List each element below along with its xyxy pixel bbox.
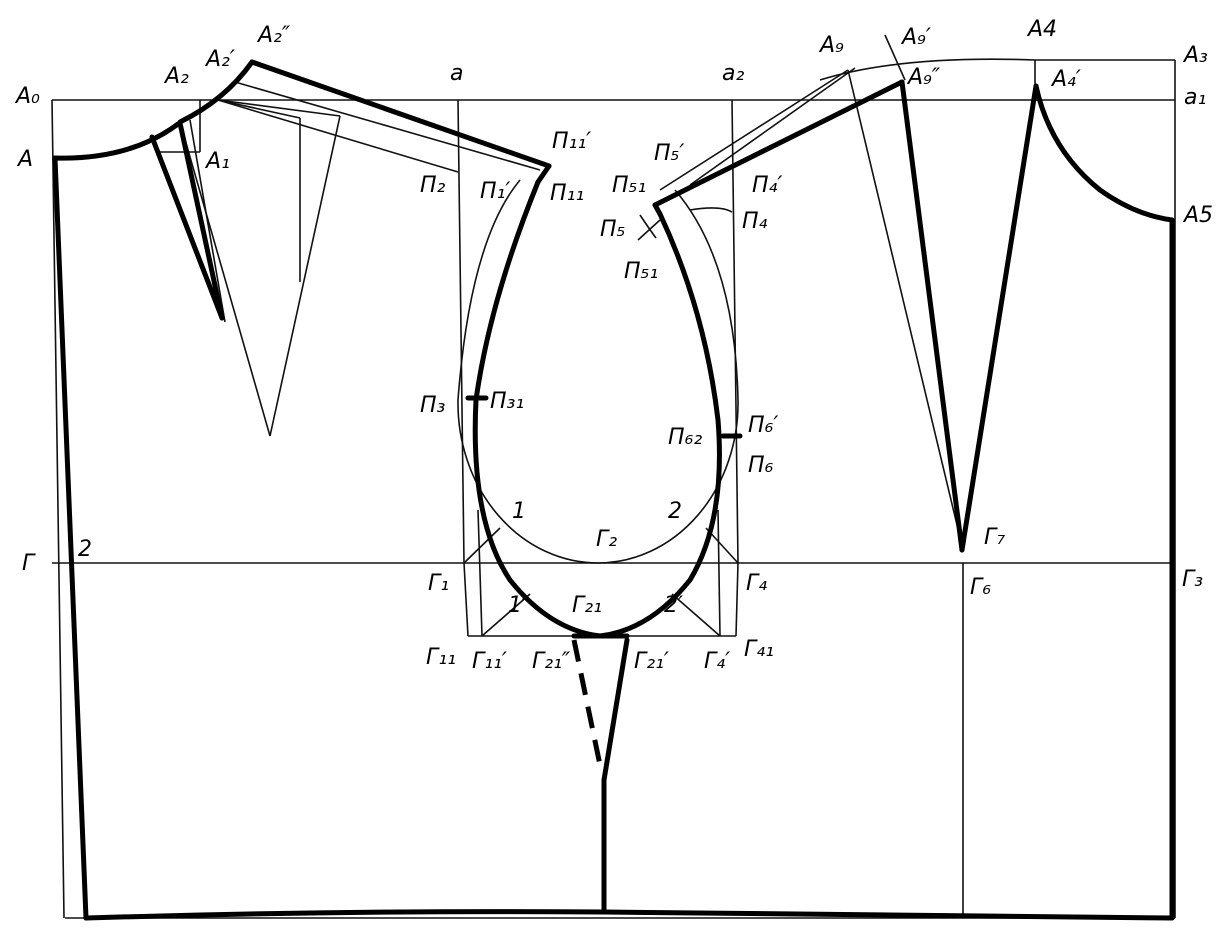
- label-g21-double-prime: Г₂₁″: [532, 649, 571, 674]
- hem-line: [83, 909, 1175, 921]
- label-p11-prime: П₁₁′: [552, 129, 591, 154]
- pattern-outlines: [52, 59, 1175, 921]
- back-shoulder: [652, 79, 905, 208]
- label-a: A: [16, 147, 33, 172]
- front-dart-left: [149, 134, 225, 321]
- label-a2-double-prime: A₂″: [256, 23, 291, 48]
- label-p2: П₂: [420, 173, 446, 198]
- label-g4-prime: Г₄′: [704, 649, 730, 674]
- label-p3: П₃: [420, 393, 446, 418]
- label-a1-lower: a₁: [1184, 85, 1206, 110]
- line-dart-aux-2: [189, 119, 226, 323]
- armhole-aux-right: [674, 189, 739, 401]
- label-g2: Г₂: [596, 527, 617, 552]
- tick-p5-cross: [637, 219, 661, 241]
- label-a4-prime: A₄′: [1050, 67, 1081, 92]
- line-g41-to-2p: [671, 593, 721, 637]
- label-a4: A4: [1026, 17, 1057, 42]
- line-dart-aux-r: [269, 115, 341, 437]
- line-g1-to-1: [463, 527, 501, 564]
- line-back-dart-aux: [847, 69, 964, 551]
- label-p6: П₆: [748, 453, 774, 478]
- label-a1-front: A₁: [204, 149, 230, 174]
- label-p5: П₅: [600, 217, 625, 242]
- label-g7: Г₇: [984, 525, 1005, 550]
- label-g: Г: [22, 551, 36, 576]
- back-dart-right: [959, 83, 1039, 553]
- label-a9-double-prime: A₉″: [906, 65, 941, 90]
- side-seam-back: [601, 637, 630, 783]
- label-a5: A5: [1182, 203, 1213, 228]
- label-point-2: 2: [668, 499, 682, 524]
- armhole-aux-left: [457, 179, 521, 401]
- tick-p5: [639, 214, 657, 239]
- back-dart-left: [899, 79, 965, 553]
- line-a2-g4: [731, 99, 739, 564]
- label-point-1: 1: [512, 499, 526, 524]
- label-a2-lower: a₂: [722, 61, 744, 86]
- line-a-g1: [457, 99, 465, 564]
- line-g1-g11: [463, 562, 469, 637]
- front-armhole: [472, 179, 603, 639]
- label-a2-prime: A₂′: [204, 47, 235, 72]
- label-g21-prime: Г₂₁′: [634, 649, 669, 674]
- construction-lines: [51, 34, 1176, 919]
- label-p31: П₃₁: [490, 389, 524, 414]
- label-a-lower: a: [450, 61, 463, 86]
- label-a2: A₂: [163, 64, 189, 89]
- line-g11-to-1p: [481, 593, 531, 637]
- label-p11: П₁₁: [550, 181, 584, 206]
- line-g4p-up: [717, 509, 721, 637]
- shoulder-point: [535, 163, 552, 185]
- side-seam-front-dashed: [571, 639, 603, 766]
- line-a9p-arc: [884, 34, 906, 81]
- label-g11-prime: Г₁₁′: [472, 649, 507, 674]
- front-neckline: [52, 121, 181, 161]
- arc-p4: [689, 207, 733, 213]
- label-point-2-prime: 2′: [664, 593, 683, 618]
- label-p51-lower: П₅₁: [624, 259, 658, 284]
- label-p4: П₄: [742, 209, 768, 234]
- label-g21: Г₂₁: [572, 593, 602, 618]
- label-g6: Г₆: [970, 575, 991, 600]
- label-p62: П₆₂: [668, 425, 702, 450]
- line-shoulder-aux-2: [234, 81, 541, 171]
- line-g11p-up: [477, 509, 483, 637]
- front-shoulder: [249, 59, 552, 169]
- label-p6-prime: П₆′: [748, 413, 778, 438]
- label-p5-prime: П₅′: [654, 141, 684, 166]
- label-p51: П₅₁: [612, 173, 646, 198]
- back-armhole: [597, 211, 722, 639]
- label-a0: A₀: [14, 84, 40, 109]
- line-shoulder-aux: [217, 99, 459, 173]
- label-a9: A₉: [818, 33, 844, 58]
- line-dart-aux-l: [179, 121, 271, 437]
- front-center-line: [52, 155, 89, 921]
- label-g3: Г₃: [1182, 567, 1203, 592]
- line-front-edge-aux: [51, 99, 65, 919]
- point-labels: A₀ A A₂ A₂′ A₂″ A₁ a a₂ a₁ П₁₁′ П₂ П₁′ П…: [14, 17, 1213, 674]
- label-g4: Г₄: [746, 571, 767, 596]
- back-neck-aux: [819, 58, 1036, 81]
- label-g-2: 2: [78, 537, 92, 562]
- line-back-shoulder-aux-2: [689, 67, 856, 186]
- label-g41: Г₄₁: [744, 637, 774, 662]
- label-a3: A₃: [1182, 43, 1208, 68]
- label-a9-prime: A₉′: [900, 25, 931, 50]
- armhole-circle-lower: [457, 399, 739, 564]
- label-point-1-prime: 1′: [508, 593, 527, 618]
- line-neck-aux-2: [217, 99, 301, 119]
- front-dart-right: [177, 120, 225, 321]
- label-p4-prime: П₄′: [752, 173, 782, 198]
- label-g11: Г₁₁: [426, 645, 456, 670]
- front-neck-upper: [177, 59, 255, 125]
- label-g1: Г₁: [428, 571, 449, 596]
- label-p1-prime: П₁′: [480, 179, 510, 204]
- line-g4-g41: [735, 562, 739, 637]
- line-back-shoulder-aux: [659, 69, 849, 191]
- back-neckline: [1033, 83, 1175, 223]
- line-neck-shoulder-aux: [217, 99, 341, 117]
